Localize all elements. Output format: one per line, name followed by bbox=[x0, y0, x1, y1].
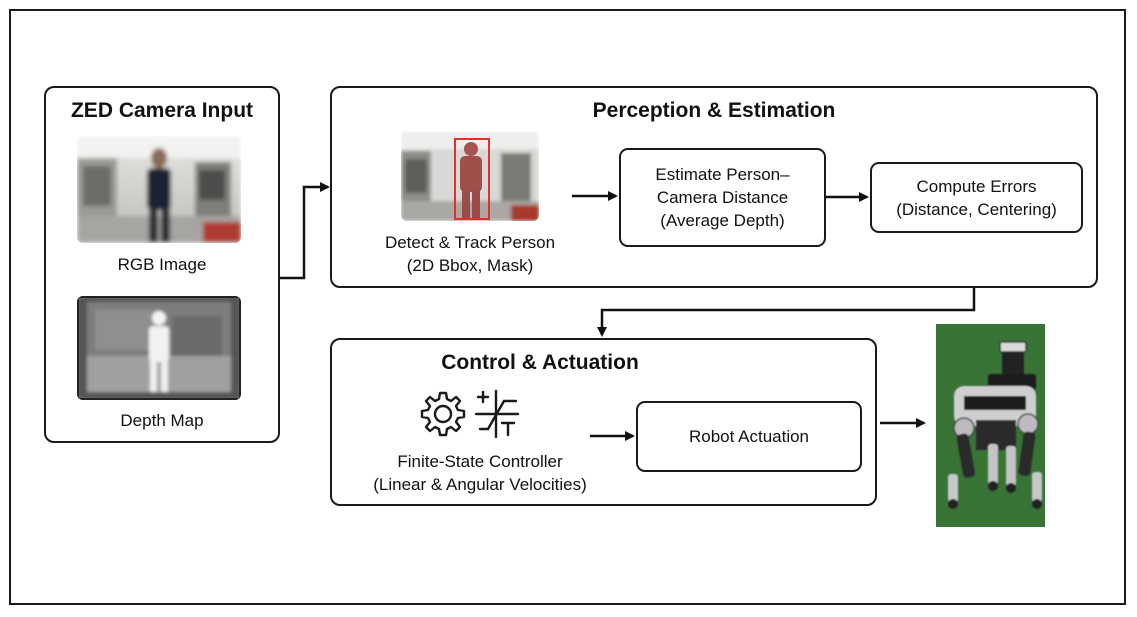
compute-errors-line2: (Distance, Centering) bbox=[896, 199, 1057, 219]
control-actuation-title: Control & Actuation bbox=[441, 351, 639, 374]
perception-estimation-title: Perception & Estimation bbox=[592, 99, 836, 122]
compute-errors-box: Compute Errors (Distance, Centering) bbox=[870, 162, 1083, 233]
rgb-image bbox=[77, 136, 241, 243]
estimate-distance-box: Estimate Person– Camera Distance (Averag… bbox=[619, 148, 826, 247]
gear-icon bbox=[420, 391, 466, 437]
fsm-label-line1: Finite-State Controller bbox=[397, 452, 563, 471]
estimate-distance-line1: Estimate Person– bbox=[655, 165, 790, 184]
saturation-function-icon bbox=[474, 389, 520, 439]
depth-map-label: Depth Map bbox=[120, 411, 204, 430]
robot-actuation-label: Robot Actuation bbox=[688, 427, 810, 446]
compute-errors-line1: Compute Errors bbox=[916, 176, 1037, 196]
person-detection-image bbox=[401, 131, 539, 221]
robot-actuation-box: Robot Actuation bbox=[636, 401, 862, 472]
zed-camera-input-title: ZED Camera Input bbox=[70, 99, 254, 122]
control-actuation-panel bbox=[330, 338, 877, 506]
rgb-image-label: RGB Image bbox=[117, 255, 207, 274]
estimate-distance-line2: Camera Distance bbox=[656, 188, 789, 207]
depth-map-image bbox=[77, 296, 241, 400]
arrow-input-to-perception bbox=[280, 182, 330, 280]
detect-track-label-line2: (2D Bbox, Mask) bbox=[406, 256, 534, 275]
arrow-perception-to-control bbox=[597, 288, 976, 337]
estimate-distance-line3: (Average Depth) bbox=[660, 211, 785, 230]
robot-photo bbox=[936, 324, 1045, 527]
fsm-label-line2: (Linear & Angular Velocities) bbox=[373, 475, 587, 494]
detect-track-label-line1: Detect & Track Person bbox=[384, 233, 556, 252]
